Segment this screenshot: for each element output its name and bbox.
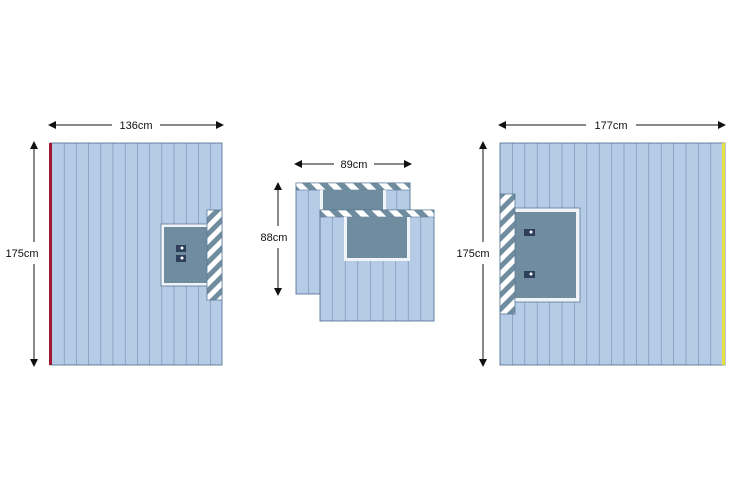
- middle-front-hazard-strip: [319, 209, 435, 218]
- left-height-label: 175cm: [5, 248, 38, 260]
- middle-front-panel: [319, 209, 435, 322]
- middle-back-window: [323, 190, 383, 210]
- left-height-dimension: 175cm: [5, 141, 39, 367]
- right-width-dimension: 177cm: [498, 120, 726, 132]
- left-width-label: 136cm: [119, 120, 152, 132]
- right-panel-hazard-strip: [499, 193, 516, 315]
- left-panel-hazard-strip: [206, 209, 223, 301]
- left-width-dimension: 136cm: [48, 120, 224, 132]
- right-panel: 177cm 175cm: [456, 120, 726, 367]
- middle-height-dimension: 88cm: [261, 182, 288, 296]
- right-height-dimension: 175cm: [456, 141, 490, 367]
- left-panel: 136cm 175cm: [5, 120, 224, 367]
- middle-width-label: 89cm: [341, 159, 368, 171]
- right-width-label: 177cm: [594, 120, 627, 132]
- right-height-label: 175cm: [456, 248, 489, 260]
- right-panel-hinge-top-icon: [524, 229, 535, 236]
- middle-height-label: 88cm: [261, 232, 288, 244]
- right-panel-edge-strip: [722, 143, 725, 365]
- right-panel-hinge-bottom-icon: [524, 271, 535, 278]
- right-panel-window: [510, 212, 576, 298]
- middle-width-dimension: 89cm: [294, 159, 412, 171]
- middle-back-hazard-strip: [295, 182, 411, 191]
- left-panel-edge-strip: [49, 143, 52, 365]
- left-panel-hardware-icon: [176, 245, 186, 262]
- middle-front-window: [347, 217, 407, 258]
- middle-panels: 89cm 88cm: [261, 159, 435, 322]
